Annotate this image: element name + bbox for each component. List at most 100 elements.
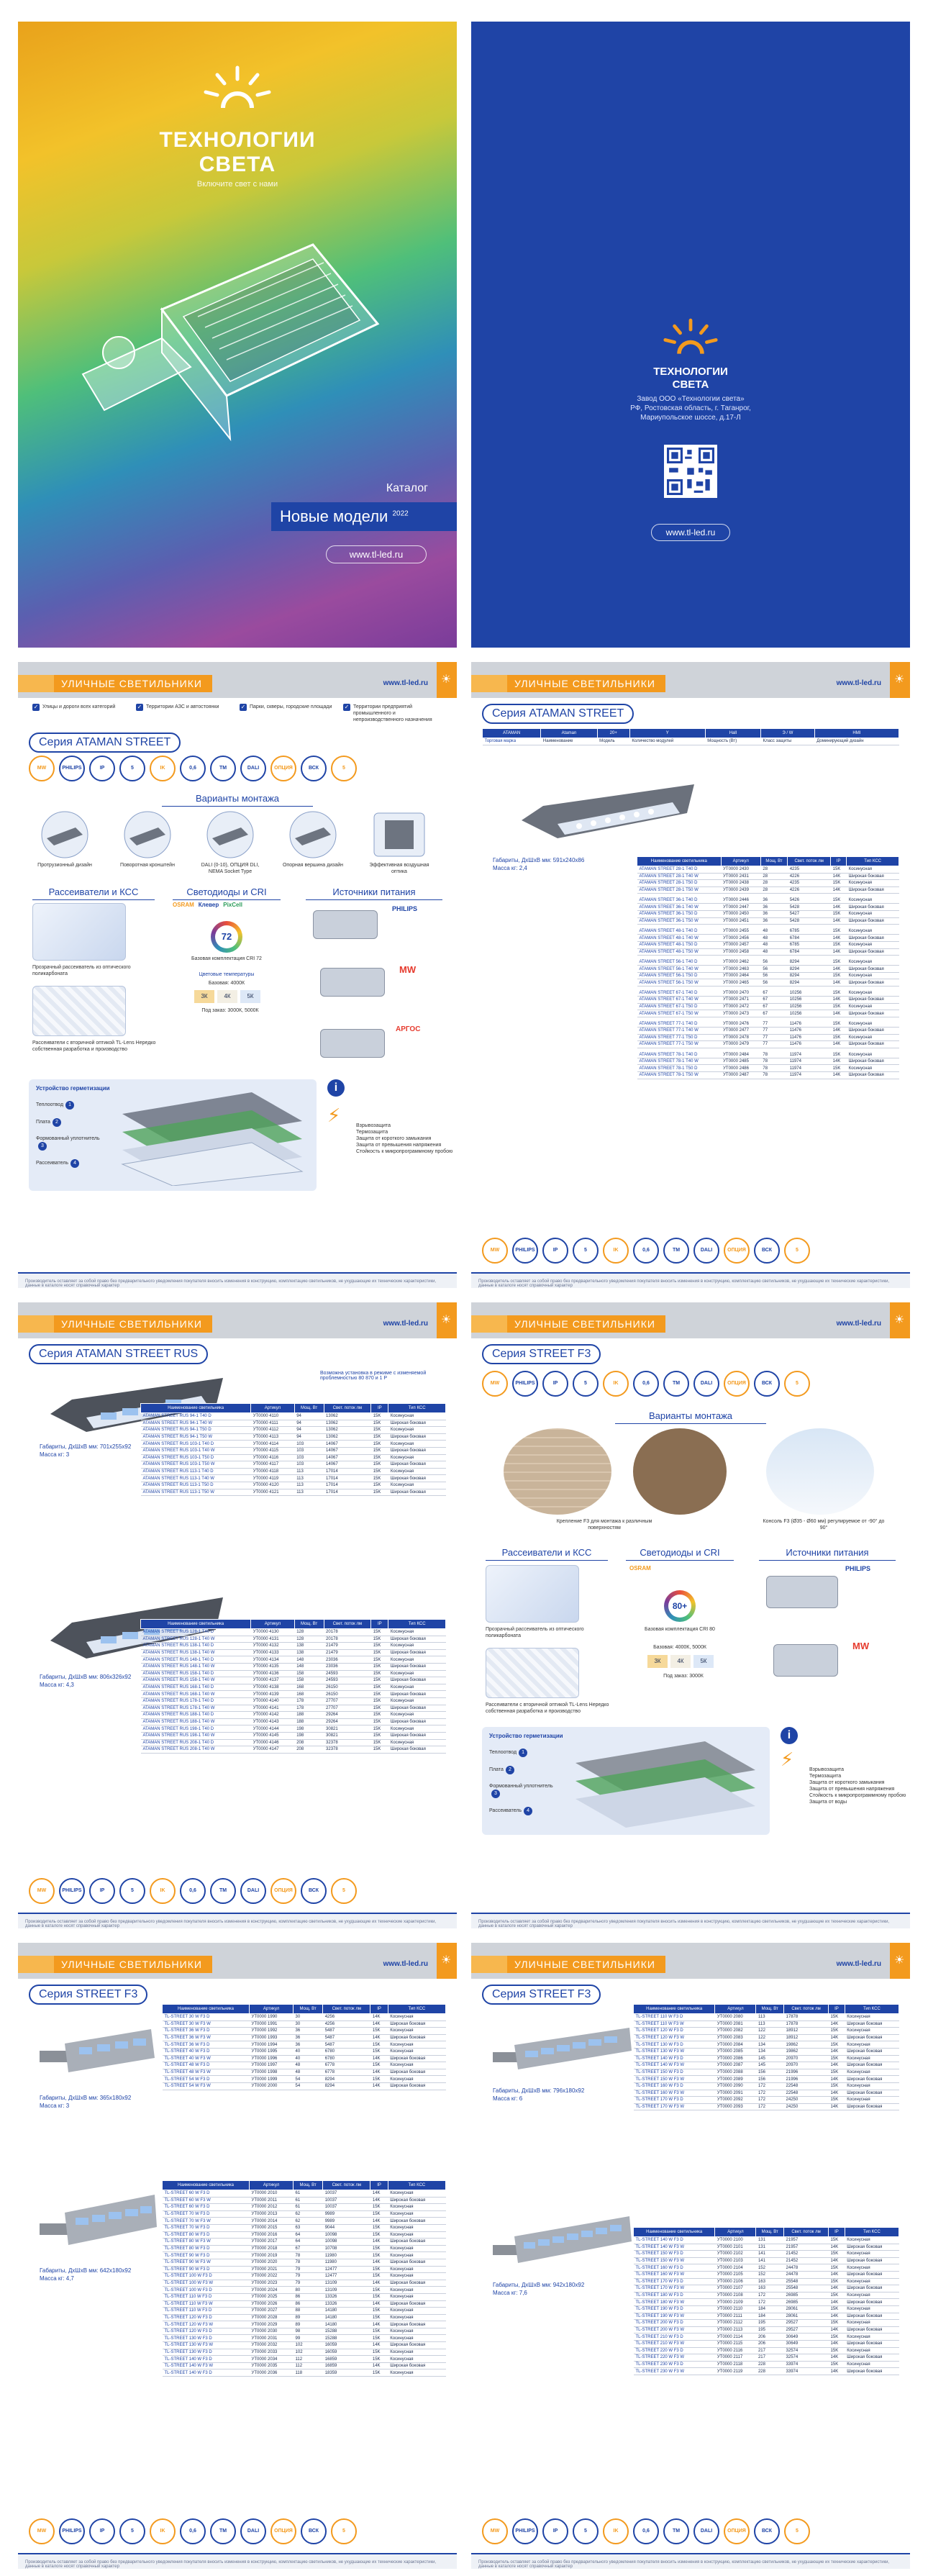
table-cell: Широкая боковая bbox=[845, 2103, 899, 2111]
table-cell: Широкая боковая bbox=[845, 2271, 899, 2279]
table-cell: Широкая боковая bbox=[388, 1489, 446, 1497]
table-cell: 21452 bbox=[783, 2257, 829, 2265]
table-cell: УТ0000 2031 bbox=[249, 2334, 294, 2343]
table-cell: УТ0000 4139 bbox=[250, 1690, 295, 1698]
table-cell: 6780 bbox=[322, 2048, 370, 2056]
table-cell: 15K bbox=[828, 2013, 845, 2021]
header-website-link[interactable]: www.tl-led.ru bbox=[836, 679, 881, 687]
table-cell: Широкая боковая bbox=[388, 1663, 446, 1671]
table-cell: УТ0000 4119 bbox=[250, 1474, 295, 1482]
table-cell: 15K bbox=[370, 1461, 388, 1469]
header-website-link[interactable]: www.tl-led.ru bbox=[836, 1320, 881, 1328]
table-cell: Косинусная bbox=[845, 2013, 899, 2021]
table-cell: 64 bbox=[293, 2231, 323, 2239]
ik-badge-icon: IK bbox=[150, 1878, 176, 1904]
table-cell: УТ0000 2023 bbox=[249, 2280, 294, 2287]
website-link[interactable]: www.tl-led.ru bbox=[651, 524, 730, 541]
table-cell: 113 bbox=[294, 1468, 324, 1476]
table-header-cell: Э / W bbox=[760, 728, 815, 738]
cri-wheel-icon: 72 bbox=[211, 921, 242, 953]
table-cell: Косинусная bbox=[845, 2055, 899, 2063]
table-cell: 48 bbox=[760, 934, 788, 942]
table-cell: 14K bbox=[828, 2367, 845, 2375]
table-cell: УТ0000 4144 bbox=[250, 1725, 295, 1733]
table-cell: TL-STREET 190 W F3 W bbox=[633, 2313, 715, 2321]
table-cell: 15K bbox=[370, 2328, 388, 2336]
table-cell: 28 bbox=[760, 879, 788, 887]
table-cell: 172 bbox=[755, 2090, 784, 2097]
table-cell: ATAMAN STREET 78-1 T40 D bbox=[637, 1051, 722, 1058]
cct-swatch: 4К bbox=[217, 990, 237, 1003]
table-cell: УТ0000 2450 bbox=[721, 910, 761, 918]
table-cell: TL-STREET 220 W F3 W bbox=[633, 2354, 715, 2362]
table-cell: TL-STREET 160 W F3 D bbox=[633, 2264, 715, 2272]
table-cell: 26985 bbox=[783, 2298, 829, 2306]
table-cell: TL-STREET 150 W F3 D bbox=[633, 2069, 715, 2077]
qr-code-image[interactable] bbox=[664, 445, 717, 498]
table-cell: Косинусная bbox=[388, 2328, 446, 2336]
table-cell: 15K bbox=[370, 1468, 388, 1476]
table-cell: Широкая боковая bbox=[845, 2048, 899, 2056]
page-header: УЛИЧНЫЕ СВЕТИЛЬНИКИ www.tl-led.ru bbox=[18, 1302, 457, 1338]
ip-badge-icon: IP bbox=[89, 756, 115, 781]
table-cell: 122 bbox=[755, 2034, 784, 2042]
table-cell: УТ0000 2113 bbox=[714, 2326, 756, 2334]
ik-badge-icon: IK bbox=[150, 756, 176, 781]
table-cell: 206 bbox=[755, 2340, 784, 2348]
table-cell: 102 bbox=[293, 2349, 323, 2357]
table-cell: 15K bbox=[370, 2048, 388, 2056]
table-cell: 63 bbox=[293, 2224, 323, 2232]
table-cell: TL-STREET 120 W F3 D bbox=[162, 2314, 250, 2322]
page-footer: Производитель оставляет за собой право б… bbox=[18, 2553, 457, 2569]
table-cell: Косинусная bbox=[388, 1426, 446, 1434]
page-header: УЛИЧНЫЕ СВЕТИЛЬНИКИ www.tl-led.ru bbox=[18, 662, 457, 698]
table-cell: УТ0000 1995 bbox=[249, 2048, 294, 2056]
section-title: УЛИЧНЫЕ СВЕТИЛЬНИКИ bbox=[18, 675, 212, 692]
table-header-cell: Наименование светильника bbox=[632, 2004, 716, 2014]
table-cell: 78 bbox=[760, 1071, 788, 1079]
header-website-link[interactable]: www.tl-led.ru bbox=[383, 1960, 428, 1968]
table-cell: Косинусная bbox=[845, 2069, 899, 2077]
table-cell: УТ0000 2027 bbox=[249, 2307, 294, 2315]
table-cell: УТ0000 2473 bbox=[721, 1010, 761, 1017]
table-cell: УТ0000 2106 bbox=[714, 2278, 756, 2286]
table-cell: 94 bbox=[294, 1433, 324, 1441]
table-header-cell: IP bbox=[370, 2180, 388, 2190]
sealing-title: Устройство герметизации bbox=[489, 1733, 563, 1739]
series-title: Серия STREET F3 bbox=[482, 1985, 601, 2005]
diffusers-title: Рассеиватели и КСС bbox=[32, 886, 155, 900]
table-cell: 14K bbox=[830, 1010, 847, 1017]
website-link[interactable]: www.tl-led.ru bbox=[326, 545, 427, 563]
header-website-link[interactable]: www.tl-led.ru bbox=[836, 1960, 881, 1968]
table-cell: 15K bbox=[830, 1034, 847, 1042]
table-cell: УТ0000 2484 bbox=[721, 1051, 761, 1058]
ip-badge-icon: IP bbox=[89, 1878, 115, 1904]
table-cell: TL-STREET 80 W F3 D bbox=[162, 2245, 250, 2253]
table-cell: Косинусная bbox=[846, 1003, 899, 1011]
table-cell: ATAMAN STREET RUS 138-1 T40 D bbox=[140, 1642, 251, 1650]
table-header-cell: Артикул bbox=[249, 2004, 294, 2014]
table-cell: УТ0000 4133 bbox=[250, 1649, 295, 1657]
table-cell: Косинусная bbox=[845, 2305, 899, 2313]
table-cell: 6785 bbox=[787, 941, 831, 949]
header-website-link[interactable]: www.tl-led.ru bbox=[383, 679, 428, 687]
table-cell: Широкая боковая bbox=[388, 2321, 446, 2328]
table-cell: Широкая боковая bbox=[388, 2362, 446, 2370]
table-cell: Косинусная bbox=[846, 910, 899, 918]
table-cell: 113 bbox=[294, 1489, 324, 1497]
header-website-link[interactable]: www.tl-led.ru bbox=[383, 1320, 428, 1328]
